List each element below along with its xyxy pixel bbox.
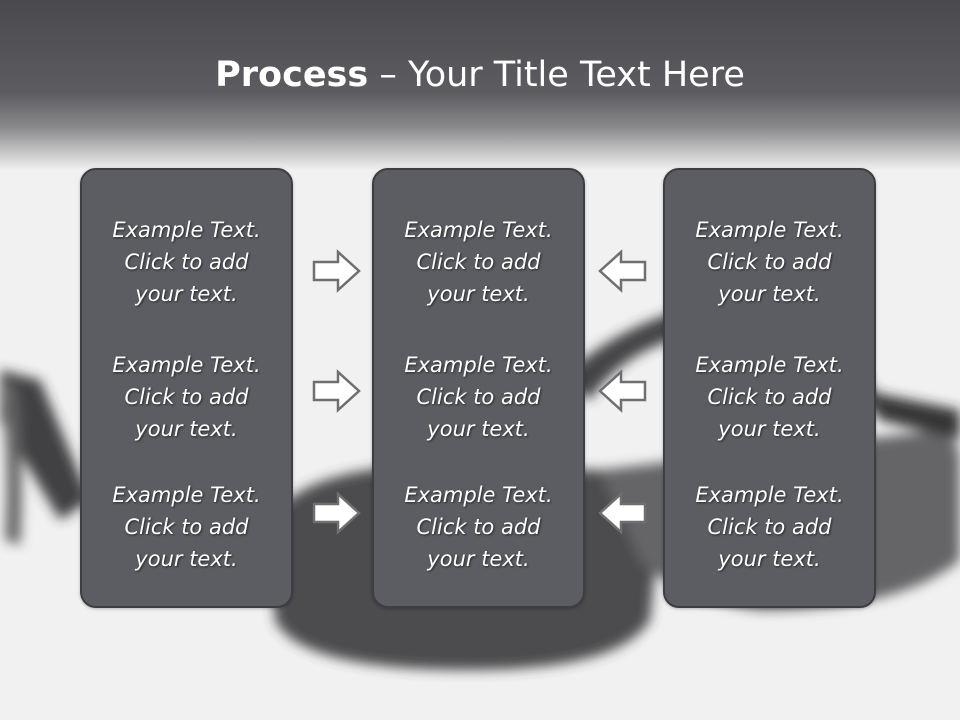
text-line: your text. <box>427 282 530 306</box>
slide-title[interactable]: Process – Your Title Text Here <box>0 52 960 98</box>
text-block[interactable]: Example Text. Click to add your text. <box>82 479 291 575</box>
text-line: Example Text. <box>112 353 261 377</box>
text-line: Click to add <box>416 385 541 409</box>
text-block[interactable]: Example Text. Click to add your text. <box>665 479 874 575</box>
text-line: Example Text. <box>404 353 553 377</box>
text-line: Example Text. <box>112 483 261 507</box>
right-arrow-icon <box>312 249 361 293</box>
text-block[interactable]: Example Text. Click to add your text. <box>374 479 583 575</box>
text-line: Click to add <box>707 385 832 409</box>
left-arrow-icon <box>598 369 647 413</box>
right-arrow-icon <box>312 369 361 413</box>
text-line: your text. <box>135 547 238 571</box>
text-line: Click to add <box>707 515 832 539</box>
text-line: your text. <box>718 417 821 441</box>
text-block[interactable]: Example Text. Click to add your text. <box>82 349 291 445</box>
text-line: Example Text. <box>404 483 553 507</box>
right-arrow-icon <box>312 491 361 535</box>
text-line: Example Text. <box>695 483 844 507</box>
text-line: Example Text. <box>404 218 553 242</box>
text-line: Click to add <box>124 515 249 539</box>
text-line: Click to add <box>416 250 541 274</box>
text-line: Click to add <box>124 250 249 274</box>
text-line: Click to add <box>416 515 541 539</box>
text-line: Example Text. <box>112 218 261 242</box>
text-block[interactable]: Example Text. Click to add your text. <box>665 349 874 445</box>
text-line: your text. <box>427 547 530 571</box>
process-box-right[interactable]: Example Text. Click to add your text. Ex… <box>663 168 876 608</box>
text-line: your text. <box>718 547 821 571</box>
text-line: Example Text. <box>695 353 844 377</box>
left-arrow-icon <box>598 249 647 293</box>
text-block[interactable]: Example Text. Click to add your text. <box>374 349 583 445</box>
text-block[interactable]: Example Text. Click to add your text. <box>82 214 291 310</box>
title-bar <box>0 0 960 170</box>
process-box-center[interactable]: Example Text. Click to add your text. Ex… <box>372 168 585 608</box>
text-line: your text. <box>427 417 530 441</box>
text-line: your text. <box>135 282 238 306</box>
text-line: Click to add <box>124 385 249 409</box>
text-line: Click to add <box>707 250 832 274</box>
title-rest-text: – Your Title Text Here <box>368 55 745 95</box>
process-box-left[interactable]: Example Text. Click to add your text. Ex… <box>80 168 293 608</box>
left-arrow-icon <box>598 491 647 535</box>
text-line: your text. <box>135 417 238 441</box>
text-line: your text. <box>718 282 821 306</box>
text-block[interactable]: Example Text. Click to add your text. <box>665 214 874 310</box>
title-bold-text: Process <box>215 55 369 95</box>
text-line: Example Text. <box>695 218 844 242</box>
text-block[interactable]: Example Text. Click to add your text. <box>374 214 583 310</box>
